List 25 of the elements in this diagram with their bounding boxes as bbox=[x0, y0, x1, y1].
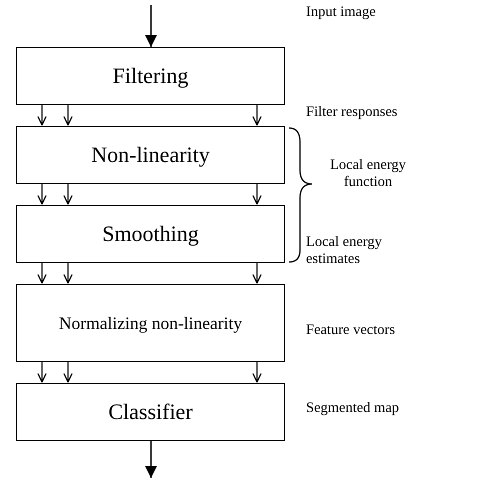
arrow bbox=[145, 441, 157, 478]
annotation-text: Segmented map bbox=[306, 400, 400, 418]
annotation-text: Filter responses bbox=[306, 104, 398, 122]
annotation-text: Local energy function bbox=[329, 157, 407, 192]
arrow bbox=[37, 105, 47, 126]
process-box: Non-linearity bbox=[16, 126, 285, 184]
arrow bbox=[145, 5, 157, 47]
process-box: Filtering bbox=[16, 47, 285, 105]
process-box: Classifier bbox=[16, 383, 285, 441]
arrow bbox=[252, 184, 262, 205]
arrow bbox=[252, 105, 262, 126]
arrow bbox=[37, 362, 47, 383]
arrow bbox=[37, 184, 47, 205]
arrow bbox=[252, 263, 262, 284]
process-box: Normalizing non-linearity bbox=[16, 284, 285, 362]
arrow bbox=[63, 362, 73, 383]
annotation-text: Feature vectors bbox=[306, 322, 396, 340]
arrow bbox=[37, 263, 47, 284]
arrow bbox=[63, 184, 73, 205]
arrow bbox=[63, 263, 73, 284]
arrow bbox=[63, 105, 73, 126]
arrow bbox=[252, 362, 262, 383]
process-box: Smoothing bbox=[16, 205, 285, 263]
annotation-text: Input image bbox=[306, 4, 377, 22]
annotation-text: Local energy estimates bbox=[306, 234, 383, 269]
